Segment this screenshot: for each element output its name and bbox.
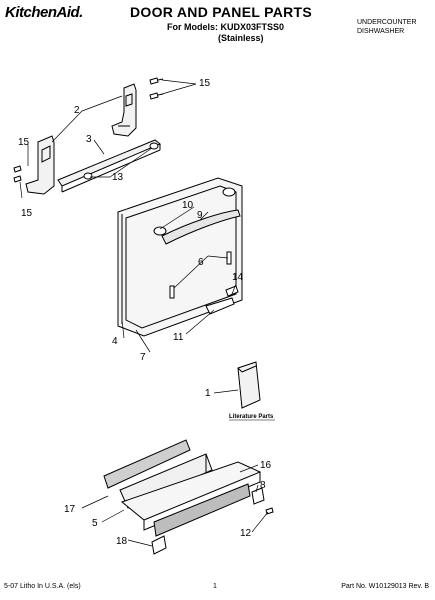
screw-rail-2 <box>149 142 159 150</box>
handle-end-cap <box>205 285 239 315</box>
page-title: DOOR AND PANEL PARTS <box>130 4 313 20</box>
brand-logo: KitchenAid. <box>5 4 83 21</box>
finish-label: (Stainless) <box>218 33 264 43</box>
leader-lines <box>19 79 269 547</box>
screw-left-1 <box>13 165 22 173</box>
product-type-line-1: UNDERCOUNTER <box>357 19 417 26</box>
stud-left <box>169 285 175 299</box>
callout-3: 3 <box>86 134 92 145</box>
callout-17: 17 <box>64 504 76 515</box>
callout-12: 12 <box>240 528 252 539</box>
hinge-bracket-left <box>25 135 55 195</box>
callout-11: 11 <box>173 332 184 343</box>
footer-page-number: 1 <box>213 583 217 590</box>
door-handle <box>161 209 241 245</box>
hinge-bracket-upper <box>111 83 137 137</box>
handle-mount-right <box>222 187 236 197</box>
handle-mount-left <box>153 226 167 236</box>
screw-upper-1 <box>149 77 164 85</box>
callout-16: 16 <box>260 460 272 471</box>
callout-14: 14 <box>232 272 244 283</box>
literature-booklet <box>237 361 261 409</box>
screw-left-2 <box>13 175 22 183</box>
callout-15-left: 15 <box>18 137 30 148</box>
callout-5: 5 <box>92 518 98 529</box>
callout-2: 2 <box>74 105 80 116</box>
insulation-strip-lower <box>153 483 251 537</box>
callout-7: 7 <box>140 352 146 363</box>
callout-10: 10 <box>182 200 194 211</box>
support-rail <box>57 139 161 193</box>
callout-9: 9 <box>197 210 203 221</box>
door-panel <box>117 177 243 337</box>
toe-panel-bracket <box>151 535 167 555</box>
callout-4: 4 <box>112 336 118 347</box>
toe-panel-clip <box>251 487 265 505</box>
footer-print-info: 5-07 Litho In U.S.A. (els) <box>4 583 81 590</box>
callout-6: 6 <box>198 257 204 268</box>
callout-15-top: 15 <box>199 78 211 89</box>
callout-15-bottom: 15 <box>21 208 33 219</box>
callout-18: 18 <box>116 536 128 547</box>
product-type-line-2: DISHWASHER <box>357 28 405 35</box>
screw-upper-2 <box>149 92 164 100</box>
callout-1: 1 <box>205 388 211 399</box>
callout-8: 8 <box>260 480 266 491</box>
screw-rail-1 <box>83 172 93 180</box>
models-line: For Models: KUDX03FTSS0 <box>167 22 285 32</box>
callout-13: 13 <box>112 172 124 183</box>
footer-part-number: Part No. W10129013 Rev. B <box>341 583 429 590</box>
product-type: UNDERCOUNTER DISHWASHER <box>357 18 417 36</box>
literature-parts-label: Literature Parts <box>229 414 274 420</box>
